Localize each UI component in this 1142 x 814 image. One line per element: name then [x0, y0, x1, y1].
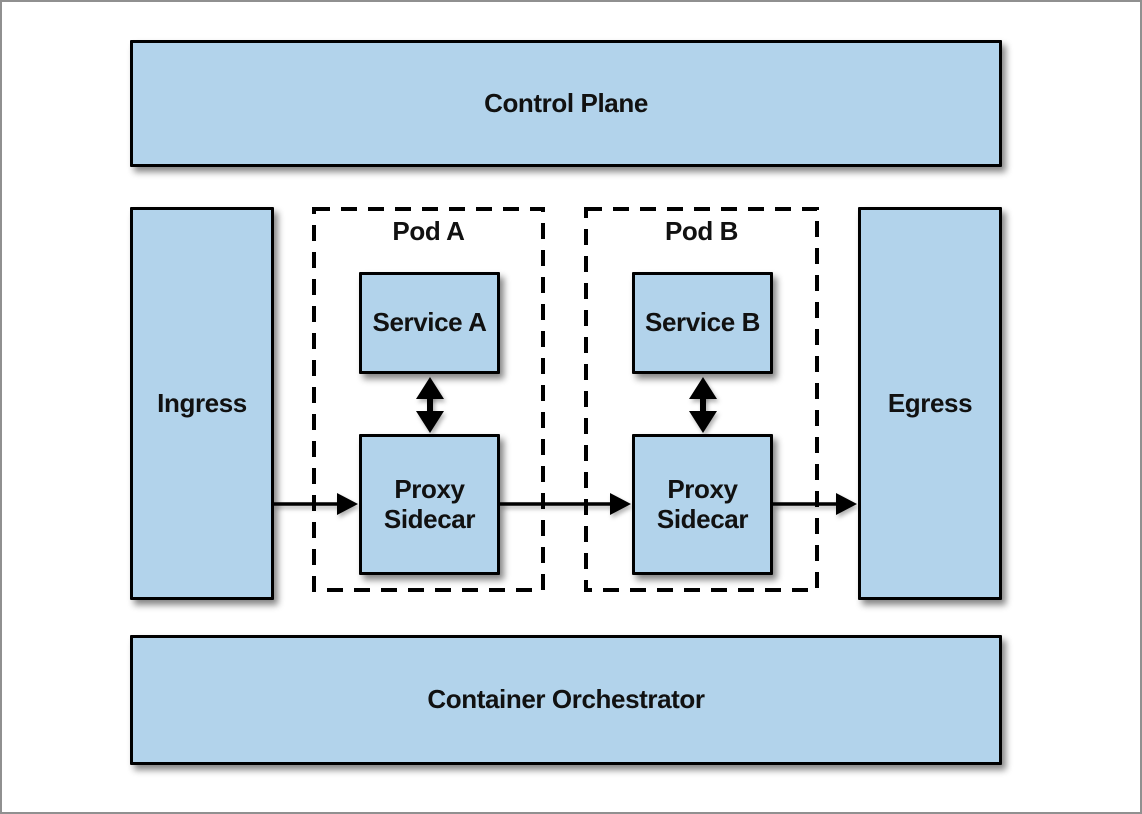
- control-plane-label: Control Plane: [484, 87, 648, 118]
- node-proxy-sidecar-b: Proxy Sidecar: [632, 434, 773, 575]
- proxy-sidecar-b-label: Proxy Sidecar: [656, 473, 749, 534]
- ingress-label: Ingress: [157, 387, 247, 418]
- pod-a-label: Pod A: [392, 216, 465, 246]
- node-egress: Egress: [858, 207, 1002, 600]
- egress-label: Egress: [887, 387, 973, 418]
- service-a-label: Service A: [372, 307, 487, 338]
- node-container-orchestrator: Container Orchestrator: [130, 635, 1002, 765]
- container-orchestrator-label: Container Orchestrator: [427, 684, 705, 715]
- proxy-sidecar-a-label: Proxy Sidecar: [383, 473, 476, 534]
- node-control-plane: Control Plane: [130, 40, 1002, 167]
- service-b-label: Service B: [645, 307, 760, 338]
- node-proxy-sidecar-a: Proxy Sidecar: [359, 434, 500, 575]
- arrowhead-proxy-b-to-egress: [836, 493, 857, 515]
- node-service-b: Service B: [632, 272, 773, 374]
- node-ingress: Ingress: [130, 207, 274, 600]
- node-service-a: Service A: [359, 272, 500, 374]
- pod-b-label: Pod B: [664, 216, 739, 246]
